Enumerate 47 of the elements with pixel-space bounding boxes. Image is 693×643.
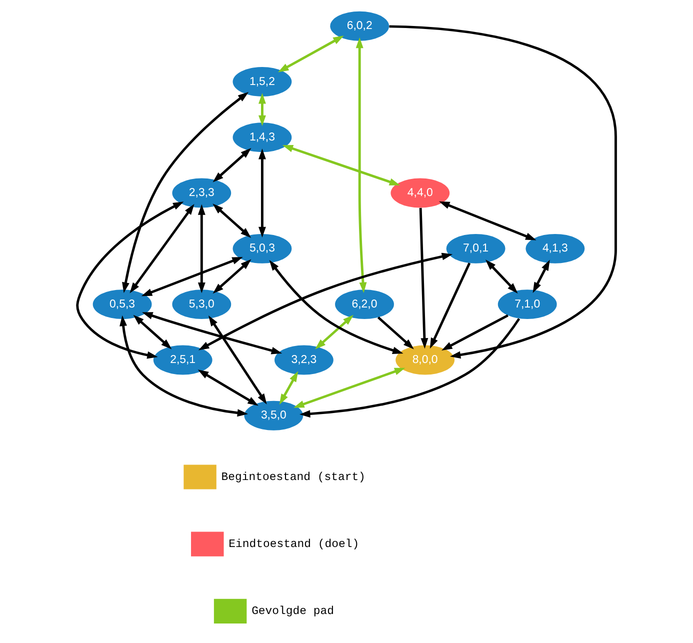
arrow (198, 370, 258, 406)
node-ellipse: 5,3,0 (172, 290, 232, 320)
arrow (269, 260, 404, 354)
arrow (377, 316, 414, 350)
arrow (532, 260, 550, 293)
node-ellipse: 3,5,0 (244, 400, 304, 430)
arrow (419, 208, 428, 349)
arrow (278, 36, 344, 72)
arrow (141, 256, 243, 296)
arrow (356, 37, 367, 294)
legend-label: Begintoestand (start) (221, 471, 366, 484)
arrow (212, 259, 252, 294)
legend-label: Gevolgde pad (252, 605, 334, 618)
arrow (212, 204, 252, 238)
arrow (439, 201, 536, 240)
arrow (279, 371, 298, 405)
arrow (142, 312, 282, 354)
arrow (130, 204, 194, 294)
node-ellipse: 2,3,3 (172, 178, 232, 208)
arrow (315, 314, 354, 350)
arrow (76, 202, 184, 359)
node-ellipse: 6,2,0 (335, 290, 394, 320)
arrow (389, 25, 617, 359)
arrow (442, 314, 508, 350)
node-ellipse: 6,0,2 (330, 11, 390, 41)
arrow (258, 148, 266, 238)
arrow (198, 204, 206, 294)
arrow (198, 252, 453, 350)
node-ellipse: 2,5,1 (153, 345, 212, 375)
arrow (120, 315, 248, 417)
node-ellipse: 8,0,0 (396, 345, 455, 375)
arrow (212, 148, 252, 182)
node-ellipse: 3,2,3 (274, 345, 334, 375)
arrow (258, 93, 266, 126)
node-ellipse: 7,0,1 (446, 234, 506, 264)
arrow (300, 318, 520, 418)
legend-label: Eindtoestand (doel) (228, 538, 360, 552)
arrow (430, 262, 471, 349)
node-ellipse: 1,4,3 (232, 122, 292, 152)
arrow (294, 368, 406, 408)
node-ellipse: 7,1,0 (498, 290, 557, 320)
arrow (208, 315, 267, 404)
node-ellipse: 1,5,2 (232, 67, 292, 96)
arrow (133, 314, 172, 350)
arrow (282, 145, 400, 186)
arrow (122, 92, 249, 294)
arrow (485, 260, 518, 294)
